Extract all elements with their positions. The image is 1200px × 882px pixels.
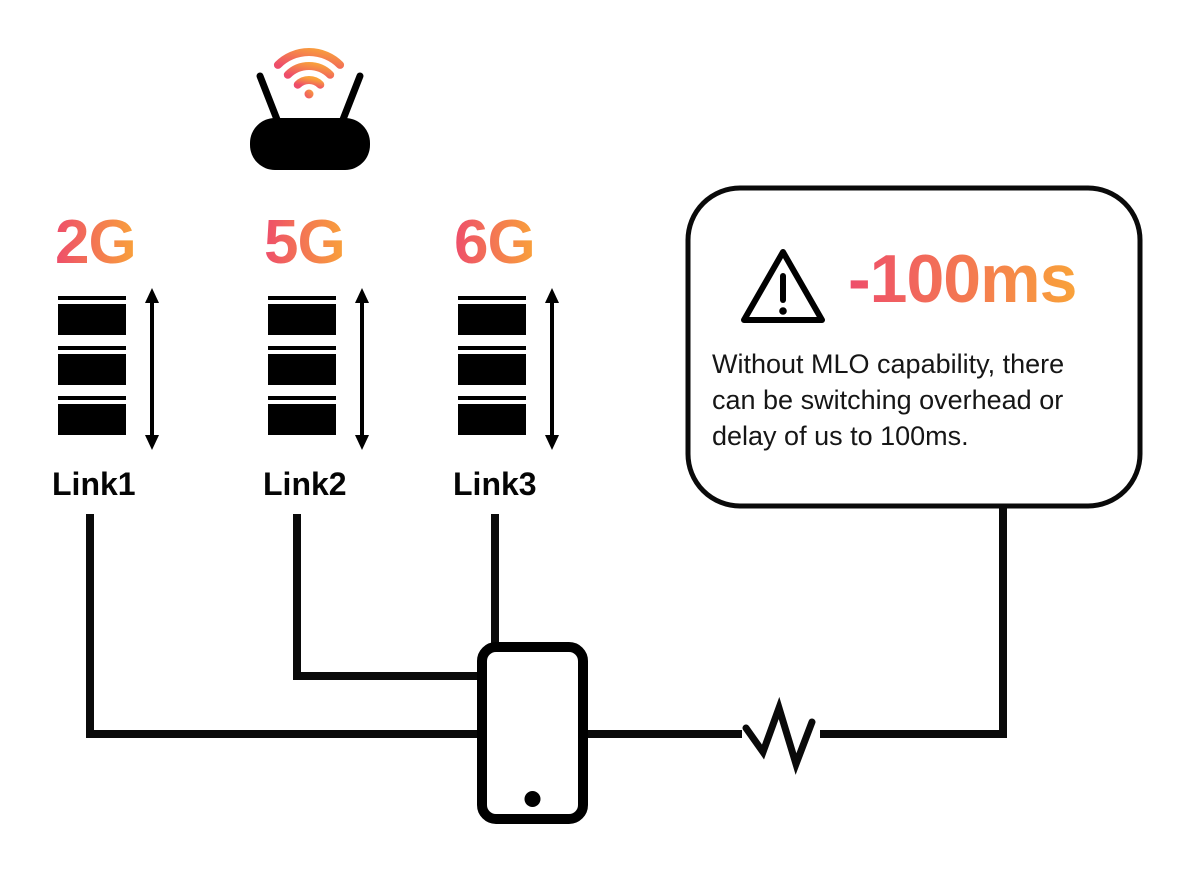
warning-triangle-icon [741,249,825,323]
connector-lines [86,504,1007,738]
band-label-5g: 5G [264,208,346,277]
wifi-waves-icon [273,48,345,99]
callout-box [685,185,1143,509]
phone-icon [477,642,588,824]
link3-label: Link3 [453,466,537,502]
bar-stack-link3 [458,296,526,435]
callout-body: Without MLO capability, there can be swi… [712,346,1122,454]
bar-stack-link1 [58,296,126,435]
bar-stack-link2 [268,296,336,435]
callout-body-line3: delay of us to 100ms. [712,421,969,451]
band-label-2g: 2G [55,208,137,277]
callout-body-line2: can be switching overhead or [712,385,1064,415]
callout-body-line1: Without MLO capability, there [712,349,1065,379]
router-icon [250,72,370,170]
break-symbol-icon [742,696,816,775]
updown-arrow-link1 [145,288,159,450]
band-label-6g: 6G [454,208,536,277]
updown-arrow-link3 [545,288,559,450]
link1-label: Link1 [52,466,136,502]
link2-label: Link2 [263,466,347,502]
callout-headline: -100ms [848,241,1077,317]
updown-arrow-link2 [355,288,369,450]
